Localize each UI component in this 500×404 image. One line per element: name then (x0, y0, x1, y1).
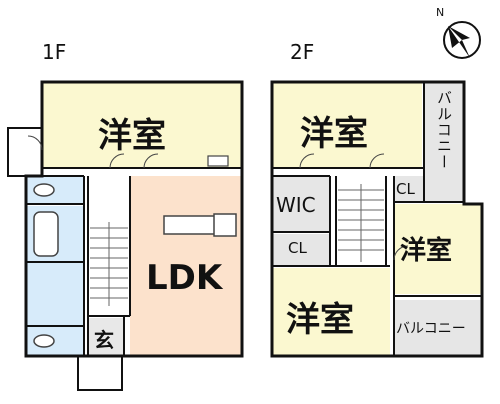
second-floor-western-room-right-label: 洋室 (400, 236, 453, 266)
second-floor-western-room-right-fill (394, 204, 482, 294)
balcony-bottom-fill (394, 300, 482, 356)
second-floor-label: 2F (290, 40, 315, 64)
sink-icon (207, 155, 229, 167)
wic-fill (272, 176, 330, 232)
stove-icon (213, 213, 237, 237)
toilet-icon (33, 183, 55, 197)
first-floor-western-room-fill (42, 82, 242, 168)
compass-north-label: N (436, 6, 445, 19)
kitchen-counter-icon (163, 215, 219, 235)
first-floor-label: 1F (42, 40, 67, 64)
second-floor-plan (270, 80, 484, 358)
wic-label: WIC (276, 193, 316, 217)
first-floor-western-room-label: 洋室 (98, 116, 166, 156)
first-floor-plan (7, 80, 244, 391)
second-floor-western-room-bottom-label: 洋室 (286, 300, 354, 340)
second-floor-western-room-top-label: 洋室 (300, 114, 368, 154)
balcony-top-fill (424, 82, 464, 202)
balcony-top-label: バルコニー (435, 90, 453, 170)
closet-right-label: CL (396, 180, 415, 198)
closet-right-fill (394, 176, 424, 202)
ldk-label: LDK (146, 258, 223, 298)
washroom-fill (26, 262, 84, 326)
closet-left-fill (272, 234, 330, 266)
entrance-fill (88, 318, 124, 356)
ldk-fill (130, 176, 242, 356)
second-floor-western-room-bottom-fill (272, 268, 390, 356)
second-floor-western-room-top-fill (272, 82, 422, 168)
bathtub-icon (33, 211, 59, 257)
balcony-bottom-label: バルコニー (396, 321, 466, 337)
closet-left-label: CL (288, 239, 307, 257)
compass-icon (443, 21, 481, 59)
entrance-label: 玄 (94, 328, 114, 352)
toilet-icon (33, 334, 55, 348)
